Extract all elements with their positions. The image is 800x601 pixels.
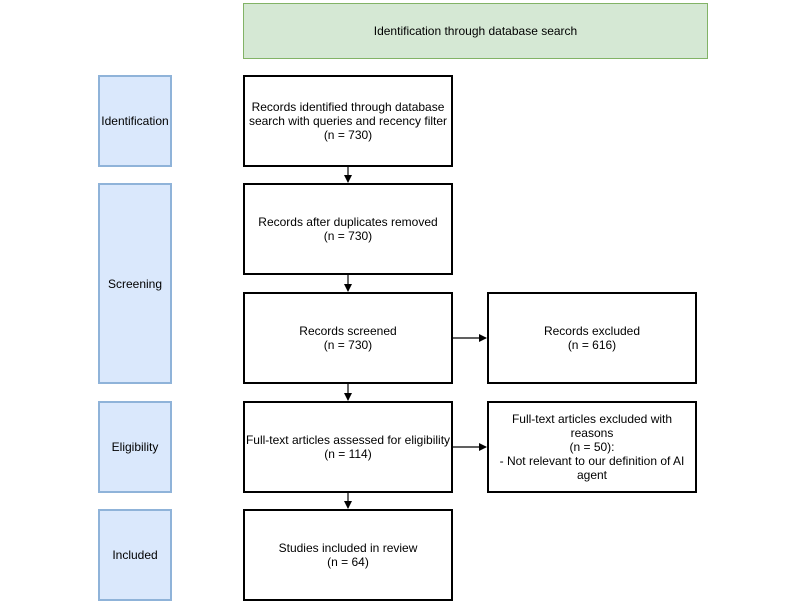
fulltext-excluded-content: Full-text articles excluded with reasons… — [489, 412, 695, 482]
records-excluded-label: Records excluded — [543, 324, 641, 338]
records-identified-count: (n = 730) — [323, 128, 373, 142]
fulltext-excluded-count: (n = 50): — [569, 440, 615, 454]
fulltext-excluded-box: Full-text articles excluded with reasons… — [487, 401, 697, 493]
phase-included-label: Included — [112, 548, 158, 562]
records-deduplicated-label: Records after duplicates removed — [258, 215, 438, 229]
fulltext-excluded-reason-line1: - Not relevant to our definition of AI — [499, 454, 685, 468]
records-excluded-box: Records excluded (n = 616) — [487, 292, 697, 384]
records-identified-line2: search with queries and recency filter — [248, 114, 448, 128]
records-identified-line1: Records identified through database — [251, 100, 445, 114]
phase-screening: Screening — [98, 183, 172, 384]
phase-eligibility: Eligibility — [98, 401, 172, 493]
fulltext-assessed-content: Full-text articles assessed for eligibil… — [246, 433, 450, 461]
records-deduplicated-content: Records after duplicates removed (n = 73… — [258, 215, 437, 243]
phase-screening-label: Screening — [107, 276, 163, 291]
records-screened-box: Records screened (n = 730) — [243, 292, 453, 384]
fulltext-excluded-reason-line2: agent — [576, 468, 608, 482]
records-identified-content: Records identified through database sear… — [249, 100, 447, 142]
studies-included-label: Studies included in review — [278, 541, 418, 555]
records-deduplicated-box: Records after duplicates removed (n = 73… — [243, 183, 453, 275]
studies-included-box: Studies included in review (n = 64) — [243, 509, 453, 601]
records-identified-box: Records identified through database sear… — [243, 75, 453, 167]
phase-included: Included — [98, 509, 172, 601]
records-screened-label: Records screened — [299, 324, 397, 338]
records-excluded-count: (n = 616) — [567, 338, 617, 352]
identification-header: Identification through database search — [243, 3, 708, 59]
phase-identification-label: Identification — [101, 114, 169, 128]
fulltext-excluded-label: Full-text articles excluded with reasons — [511, 412, 673, 440]
records-screened-content: Records screened (n = 730) — [299, 324, 396, 352]
studies-included-count: (n = 64) — [327, 555, 369, 569]
phase-identification: Identification — [98, 75, 172, 167]
fulltext-assessed-box: Full-text articles assessed for eligibil… — [243, 401, 453, 493]
phase-eligibility-label: Eligibility — [111, 440, 159, 454]
records-screened-count: (n = 730) — [323, 338, 373, 352]
records-excluded-content: Records excluded (n = 616) — [544, 324, 640, 352]
fulltext-assessed-count: (n = 114) — [324, 447, 372, 461]
fulltext-assessed-label: Full-text articles assessed for eligibil… — [245, 433, 451, 447]
studies-included-content: Studies included in review (n = 64) — [279, 541, 418, 569]
identification-header-title: Identification through database search — [373, 24, 578, 38]
records-deduplicated-count: (n = 730) — [323, 229, 373, 243]
